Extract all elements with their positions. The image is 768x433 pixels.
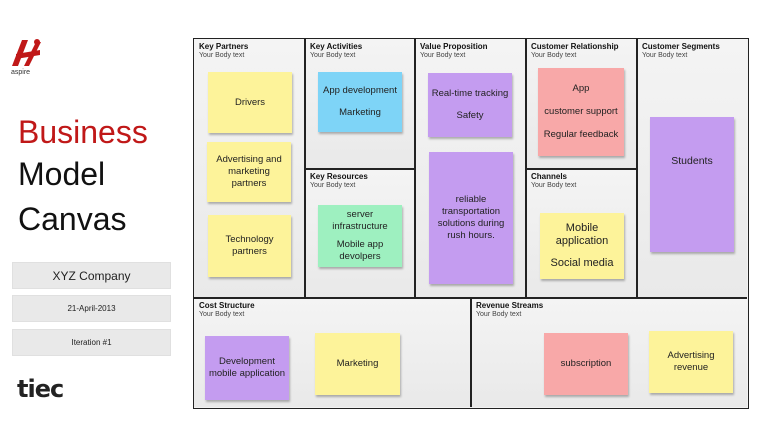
sticky-note[interactable]: Mobile application Social media	[540, 213, 624, 279]
note-text: reliable transportation solutions during…	[437, 194, 505, 241]
note-text: Safety	[456, 110, 484, 121]
note-text: App	[572, 83, 590, 94]
note-text: Mobile app devolpers	[336, 239, 384, 262]
note-text: Drivers	[234, 96, 266, 108]
customer-relationship-heading: Customer Relationship	[531, 42, 619, 51]
sticky-note[interactable]: Marketing	[315, 333, 400, 395]
sticky-note[interactable]: server infrastructure Mobile app devolpe…	[318, 205, 402, 267]
revenue-streams-subtext: Your Body text	[476, 311, 522, 318]
key-resources-subtext: Your Body text	[310, 182, 356, 189]
value-proposition-heading: Value Proposition	[420, 42, 488, 51]
note-text: Marketing	[336, 358, 379, 369]
cost-structure-subtext: Your Body text	[199, 311, 245, 318]
company-name: XYZ Company	[52, 268, 131, 283]
sticky-note[interactable]: Technology partners	[208, 215, 291, 277]
date-box[interactable]: 21-April-2013	[12, 295, 171, 322]
sticky-note[interactable]: Advertising and marketing partners	[207, 142, 291, 202]
sticky-note[interactable]: App customer support Regular feedback	[538, 68, 624, 156]
sticky-note[interactable]: Drivers	[208, 72, 292, 133]
note-text: Advertising and marketing partners	[216, 154, 282, 189]
sticky-note[interactable]: subscription	[544, 333, 628, 395]
divider	[304, 39, 306, 298]
company-name-box[interactable]: XYZ Company	[12, 262, 171, 289]
note-text: Development mobile application	[208, 356, 286, 379]
channels-subtext: Your Body text	[531, 182, 577, 189]
note-text: subscription	[560, 358, 612, 369]
customer-segments-subtext: Your Body text	[642, 52, 688, 59]
note-text: Regular feedback	[543, 129, 619, 140]
divider	[526, 168, 637, 170]
iteration-text: Iteration #1	[71, 338, 112, 347]
note-text: App development	[323, 85, 397, 96]
note-text: Technology partners	[225, 234, 274, 257]
note-text: Real-time tracking	[431, 88, 509, 99]
note-text: Students	[671, 155, 713, 167]
aspire-logo-caption: aspire	[11, 69, 31, 76]
channels-heading: Channels	[531, 172, 568, 181]
cost-structure-heading: Cost Structure	[199, 301, 255, 310]
customer-relationship-subtext: Your Body text	[531, 52, 577, 59]
customer-segments-heading: Customer Segments	[642, 42, 720, 51]
title-business: Business	[18, 114, 148, 150]
note-text: customer support	[544, 106, 618, 117]
aspire-logo-icon	[12, 39, 41, 66]
note-text: Advertising revenue	[667, 350, 715, 373]
iteration-box[interactable]: Iteration #1	[12, 329, 171, 356]
aspire-logo: aspire	[10, 38, 46, 78]
title-canvas: Canvas	[18, 201, 127, 237]
note-text: server infrastructure	[332, 209, 388, 232]
tiec-logo: tiec	[17, 375, 64, 403]
sticky-note[interactable]: App development Marketing	[318, 72, 402, 132]
title-model: Model	[18, 156, 106, 192]
key-activities-heading: Key Activities	[310, 42, 363, 51]
sticky-note[interactable]: Development mobile application	[205, 336, 289, 400]
key-resources-heading: Key Resources	[310, 172, 368, 181]
key-partners-subtext: Your Body text	[199, 52, 245, 59]
note-text: Mobile application	[555, 222, 609, 247]
sticky-note[interactable]: reliable transportation solutions during…	[429, 152, 513, 284]
divider	[525, 39, 527, 298]
value-proposition-subtext: Your Body text	[420, 52, 466, 59]
divider	[305, 168, 415, 170]
date-text: 21-April-2013	[67, 304, 116, 313]
sticky-note[interactable]: Students	[650, 117, 734, 252]
key-activities-subtext: Your Body text	[310, 52, 356, 59]
divider	[194, 297, 747, 299]
sticky-note[interactable]: Real-time tracking Safety	[428, 73, 512, 137]
divider	[470, 298, 472, 407]
note-text: Social media	[550, 257, 614, 269]
sticky-note[interactable]: Advertising revenue	[649, 331, 733, 393]
revenue-streams-heading: Revenue Streams	[476, 301, 544, 310]
key-partners-heading: Key Partners	[199, 42, 249, 51]
note-text: Marketing	[339, 107, 381, 118]
business-model-canvas: Key Partners Your Body text Key Activiti…	[193, 38, 749, 409]
